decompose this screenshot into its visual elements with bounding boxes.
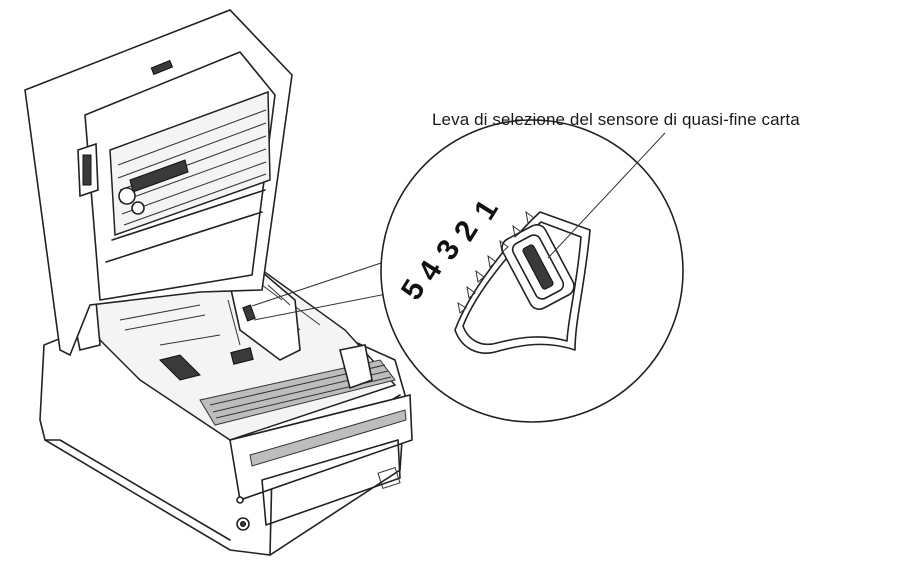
printer-base-front-edge [44, 439, 231, 541]
scale-markers [457, 210, 535, 314]
cover-pivot-right [131, 201, 145, 215]
printer-front-panel-lower [261, 439, 401, 526]
printer-front-small-window [377, 466, 401, 490]
cover-label-plate [150, 59, 174, 76]
zoom-housing-outer [454, 211, 591, 354]
cover-side-knob-grip [82, 154, 92, 186]
triangle-marker-icon [512, 224, 522, 238]
right-hinge [339, 344, 373, 390]
callout-label: Leva di selezione del sensore di quasi-f… [432, 110, 800, 129]
triangle-marker-icon [475, 269, 485, 283]
callout-leader-line [547, 132, 666, 259]
cover-lower-rim [105, 189, 266, 263]
selector-lever-icon [501, 224, 575, 310]
indicator-led-icon [236, 496, 244, 504]
gear-strip [159, 354, 201, 381]
power-button-center-icon [240, 521, 246, 527]
lever-location-marker [242, 304, 256, 322]
triangle-marker-icon [499, 239, 509, 253]
triangle-marker-icon [466, 285, 476, 299]
lever-grip [522, 244, 554, 290]
triangle-marker-icon [525, 210, 535, 224]
top-cover-inner-rim [84, 51, 276, 301]
printer-illustration [24, 9, 413, 556]
compartment-guides [119, 287, 321, 346]
print-head-strip [129, 159, 189, 193]
zoom-connector-lower [253, 289, 408, 321]
triangle-marker-icon [457, 301, 467, 314]
printer-front-slot [249, 409, 407, 467]
cover-pivot-left [118, 187, 136, 205]
zoom-circle: 5 4 3 2 1 [380, 119, 684, 423]
paper-sensor-block [230, 347, 254, 365]
triangle-marker-icon [487, 254, 497, 268]
print-head-ribs [117, 109, 267, 226]
print-head-assembly [109, 90, 271, 237]
